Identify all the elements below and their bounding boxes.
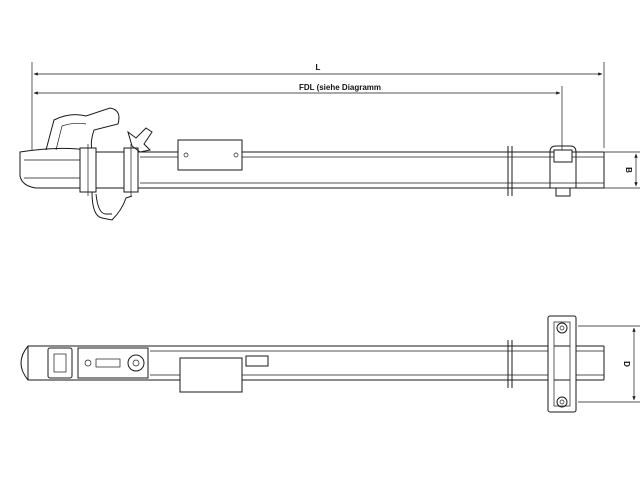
dimension-d: D [578,325,640,403]
plan-view: D [20,315,640,413]
dimension-b: B [604,151,640,189]
u-bolt-clamp-side [549,145,577,197]
dimension-fdl-label: FDL (siehe Diagramm [299,83,381,92]
drawbar-tube-side [86,146,605,196]
mounting-plate-side [177,139,243,171]
dimension-b-label: B [624,167,633,173]
dimension-d-label: D [622,361,631,367]
side-view: L FDL (siehe Diagramm B [19,62,640,221]
dimension-fdl: FDL (siehe Diagramm [33,83,563,150]
coupling-head-plan [20,345,149,381]
coupling-head-side [19,107,153,221]
mounting-plate-plan [179,355,269,393]
dimension-l: L [31,62,605,150]
u-bolt-clamp-plan [547,315,577,413]
dimension-l-label: L [316,63,321,72]
